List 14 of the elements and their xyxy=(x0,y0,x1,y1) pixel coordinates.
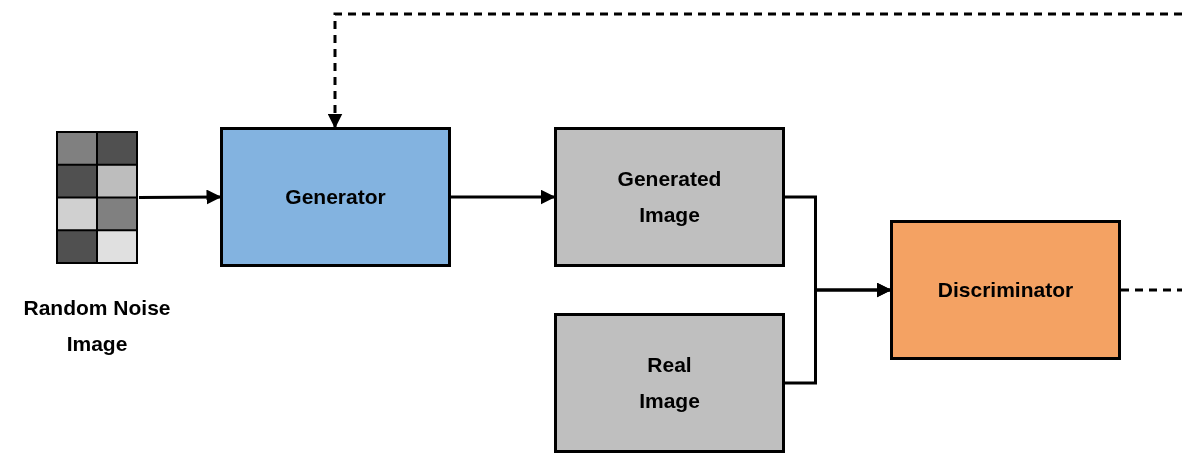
dashed-arrow xyxy=(327,12,1182,129)
node-label: Generator xyxy=(285,184,386,210)
real-image-box xyxy=(554,313,785,453)
generator-box xyxy=(220,127,451,267)
arrow xyxy=(451,189,556,205)
arrow xyxy=(785,282,892,385)
arrow xyxy=(139,189,222,205)
node-label: Discriminator xyxy=(937,277,1074,303)
caption-text: Random Noise Image xyxy=(22,295,172,357)
generated-image-box xyxy=(554,127,785,267)
node-label: Real Image xyxy=(639,352,700,414)
noise-grid-drawing xyxy=(55,130,139,265)
node-label: Generated Image xyxy=(617,166,722,228)
discriminator-box xyxy=(890,220,1121,360)
